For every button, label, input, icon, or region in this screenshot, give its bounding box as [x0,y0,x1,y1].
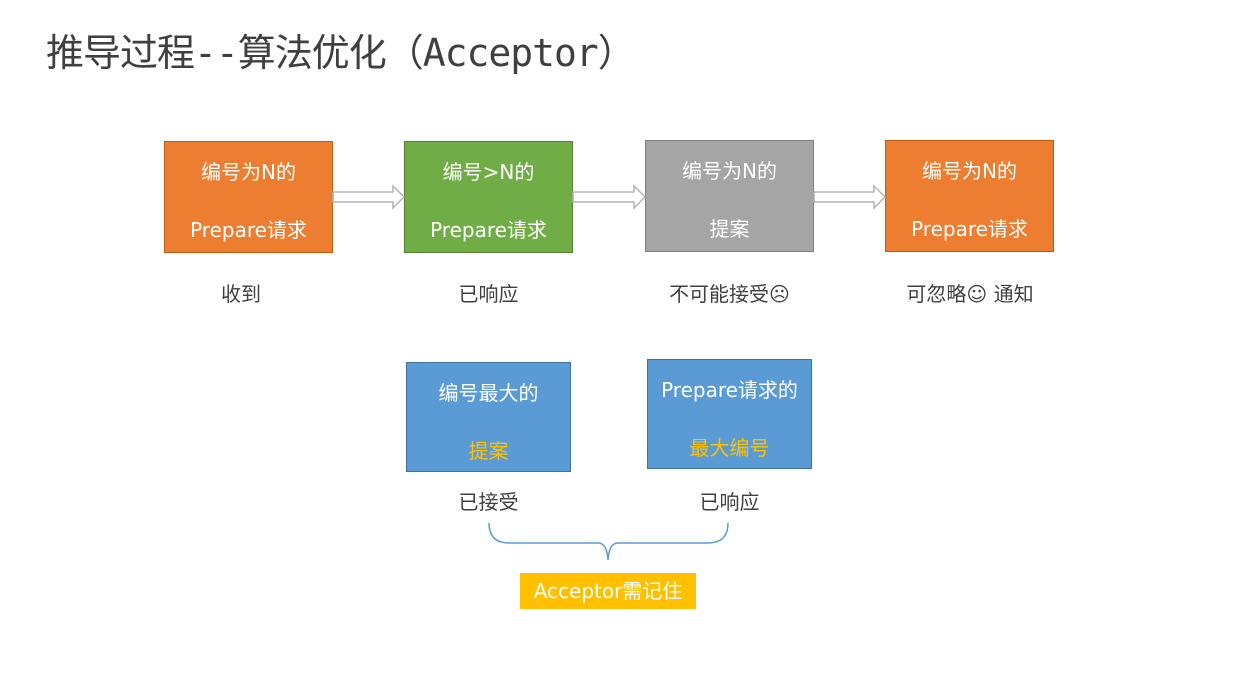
memory-box-line2: 提案 [468,439,509,463]
memory-caption-accepted: 已接受 [458,490,519,514]
memory-box-max-prepare-number: Prepare请求的 最大编号 [647,359,812,469]
flow-box-ignorable-prepare: 编号为N的 Prepare请求 [885,140,1054,252]
flow-box-line2: Prepare请求 [911,217,1028,241]
arrow-3 [813,184,887,210]
memory-caption-responded: 已响应 [699,490,760,514]
flow-box-proposal: 编号为N的 提案 [645,140,814,252]
flow-caption-received: 收到 [221,282,261,306]
slide-title: 推导过程--算法优化（Acceptor） [46,31,636,75]
flow-box-line1: 编号为N的 [922,159,1017,183]
arrow-2 [572,184,647,210]
memory-box-line1: 编号最大的 [438,381,539,405]
flow-caption-ignorable: 可忽略☺ 通知 [906,282,1034,306]
memory-box-max-accepted-proposal: 编号最大的 提案 [406,362,571,472]
arrow-1 [332,184,406,210]
flow-box-line1: 编号为N的 [682,159,777,183]
flow-box-line2: 提案 [709,217,750,241]
memory-box-line1: Prepare请求的 [661,378,798,402]
flow-caption-cannot-accept: 不可能接受☹ [669,282,790,306]
acceptor-note: Acceptor需记住 [520,573,696,609]
flow-box-line2: Prepare请求 [430,218,547,242]
flow-box-line1: 编号>N的 [442,160,535,184]
flow-box-line2: Prepare请求 [190,218,307,242]
flow-box-received-prepare: 编号为N的 Prepare请求 [164,141,333,253]
brace [488,522,729,561]
flow-box-line1: 编号为N的 [201,160,296,184]
flow-caption-responded: 已响应 [458,282,519,306]
memory-box-line2: 最大编号 [689,436,770,460]
